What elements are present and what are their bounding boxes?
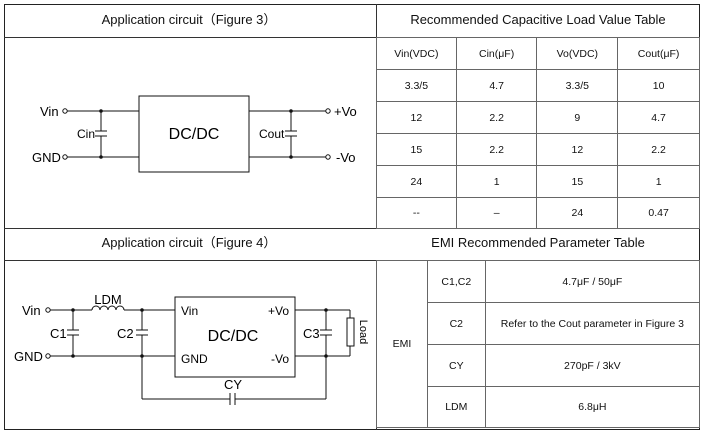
gnd-label: GND [32,150,61,165]
figure4-circuit: Vin GND LDM C1 C2 DC/DC Vin GND +Vo -Vo … [14,292,369,405]
figure4-header: Application circuit（Figure 4） [101,235,277,250]
table-cell: C2 [426,302,486,345]
table-row: -- – 24 0.47 [376,197,700,229]
plus-vo-pin-label: +Vo [268,304,289,318]
table-cell: 2.2 [617,133,700,166]
gnd-pin-label: GND [181,352,208,366]
capacitive-load-table: Vin(VDC) Cin(μF) Vo(VDC) Cout(μF) 3.3/5 … [376,37,700,229]
vin-label: Vin [40,104,59,119]
header1-divider [4,37,700,38]
table-cell: 10 [617,69,700,102]
emi-table-header: EMI Recommended Parameter Table [431,235,645,250]
c3-label: C3 [303,326,320,341]
table-cell: Refer to the Cout parameter in Figure 3 [484,302,701,345]
vin-outer-label: Vin [22,303,41,318]
cin-label: Cin [77,127,95,141]
table-cell: 3.3/5 [376,69,457,102]
minus-vo-pin-label: -Vo [271,352,289,366]
plus-vo-label: +Vo [334,104,357,119]
table-cell: 12 [376,101,457,134]
table-cell: 6.8μH [484,386,701,428]
table-cell: 15 [376,133,457,166]
table-cell: 24 [536,197,619,229]
table-header-row: Vin(VDC) Cin(μF) Vo(VDC) Cout(μF) [376,37,700,70]
table-cell: 24 [376,165,457,198]
gnd-outer-label: GND [14,349,43,364]
table-cell: LDM [426,386,486,428]
table-row: 3.3/5 4.7 3.3/5 10 [376,69,700,102]
header-cin: Cin(μF) [455,37,538,70]
table-row: 12 2.2 9 4.7 [376,101,700,134]
header-vin: Vin(VDC) [376,37,457,70]
table-cell: C1,C2 [426,260,486,303]
capacitive-load-table-header: Recommended Capacitive Load Value Table [410,12,666,27]
c2-label: C2 [117,326,134,341]
section-divider [4,228,700,229]
table-row: LDM 6.8μH [377,386,701,428]
table-cell: 4.7 [455,69,538,102]
table-cell: 2.2 [455,133,538,166]
table-cell: 270pF / 3kV [484,344,701,387]
header-vo: Vo(VDC) [536,37,619,70]
vin-pin-label: Vin [181,304,198,318]
load-label: Load [357,320,369,344]
table-row: 15 2.2 12 2.2 [376,133,700,166]
table-cell: -- [376,197,457,229]
ldm-label: LDM [94,292,121,307]
dcdc-block-label: DC/DC [208,328,259,345]
table-row: EMI C1,C2 4.7μF / 50μF [376,260,701,428]
table-cell: 12 [536,133,619,166]
cy-label: CY [224,377,242,392]
cout-label: Cout [259,127,285,141]
table-cell: 15 [536,165,619,198]
emi-group-cell: EMI [376,260,428,428]
table-cell: CY [426,344,486,387]
table-cell: 9 [536,101,619,134]
table-cell: 1 [617,165,700,198]
table-cell: – [455,197,538,229]
table-cell: 4.7μF / 50μF [484,260,701,303]
table-cell: 0.47 [617,197,700,229]
header-cout: Cout(μF) [617,37,700,70]
document-frame [4,4,700,430]
figure3-header: Application circuit（Figure 3） [101,12,277,27]
table-cell: 2.2 [455,101,538,134]
table-row: CY 270pF / 3kV [377,344,701,387]
dcdc-block-label: DC/DC [169,126,220,143]
header2-divider [4,260,700,261]
emi-parameter-table: EMI C1,C2 4.7μF / 50μF C2 Refer to the C… [376,260,701,428]
table-row: 24 1 15 1 [376,165,700,198]
minus-vo-label: -Vo [336,150,356,165]
table-cell: 1 [455,165,538,198]
figure3-circuit: Vin GND Cin DC/DC Cout +Vo -Vo [32,95,357,173]
table-cell: 4.7 [617,101,700,134]
c1-label: C1 [50,326,67,341]
table-cell: 3.3/5 [536,69,619,102]
